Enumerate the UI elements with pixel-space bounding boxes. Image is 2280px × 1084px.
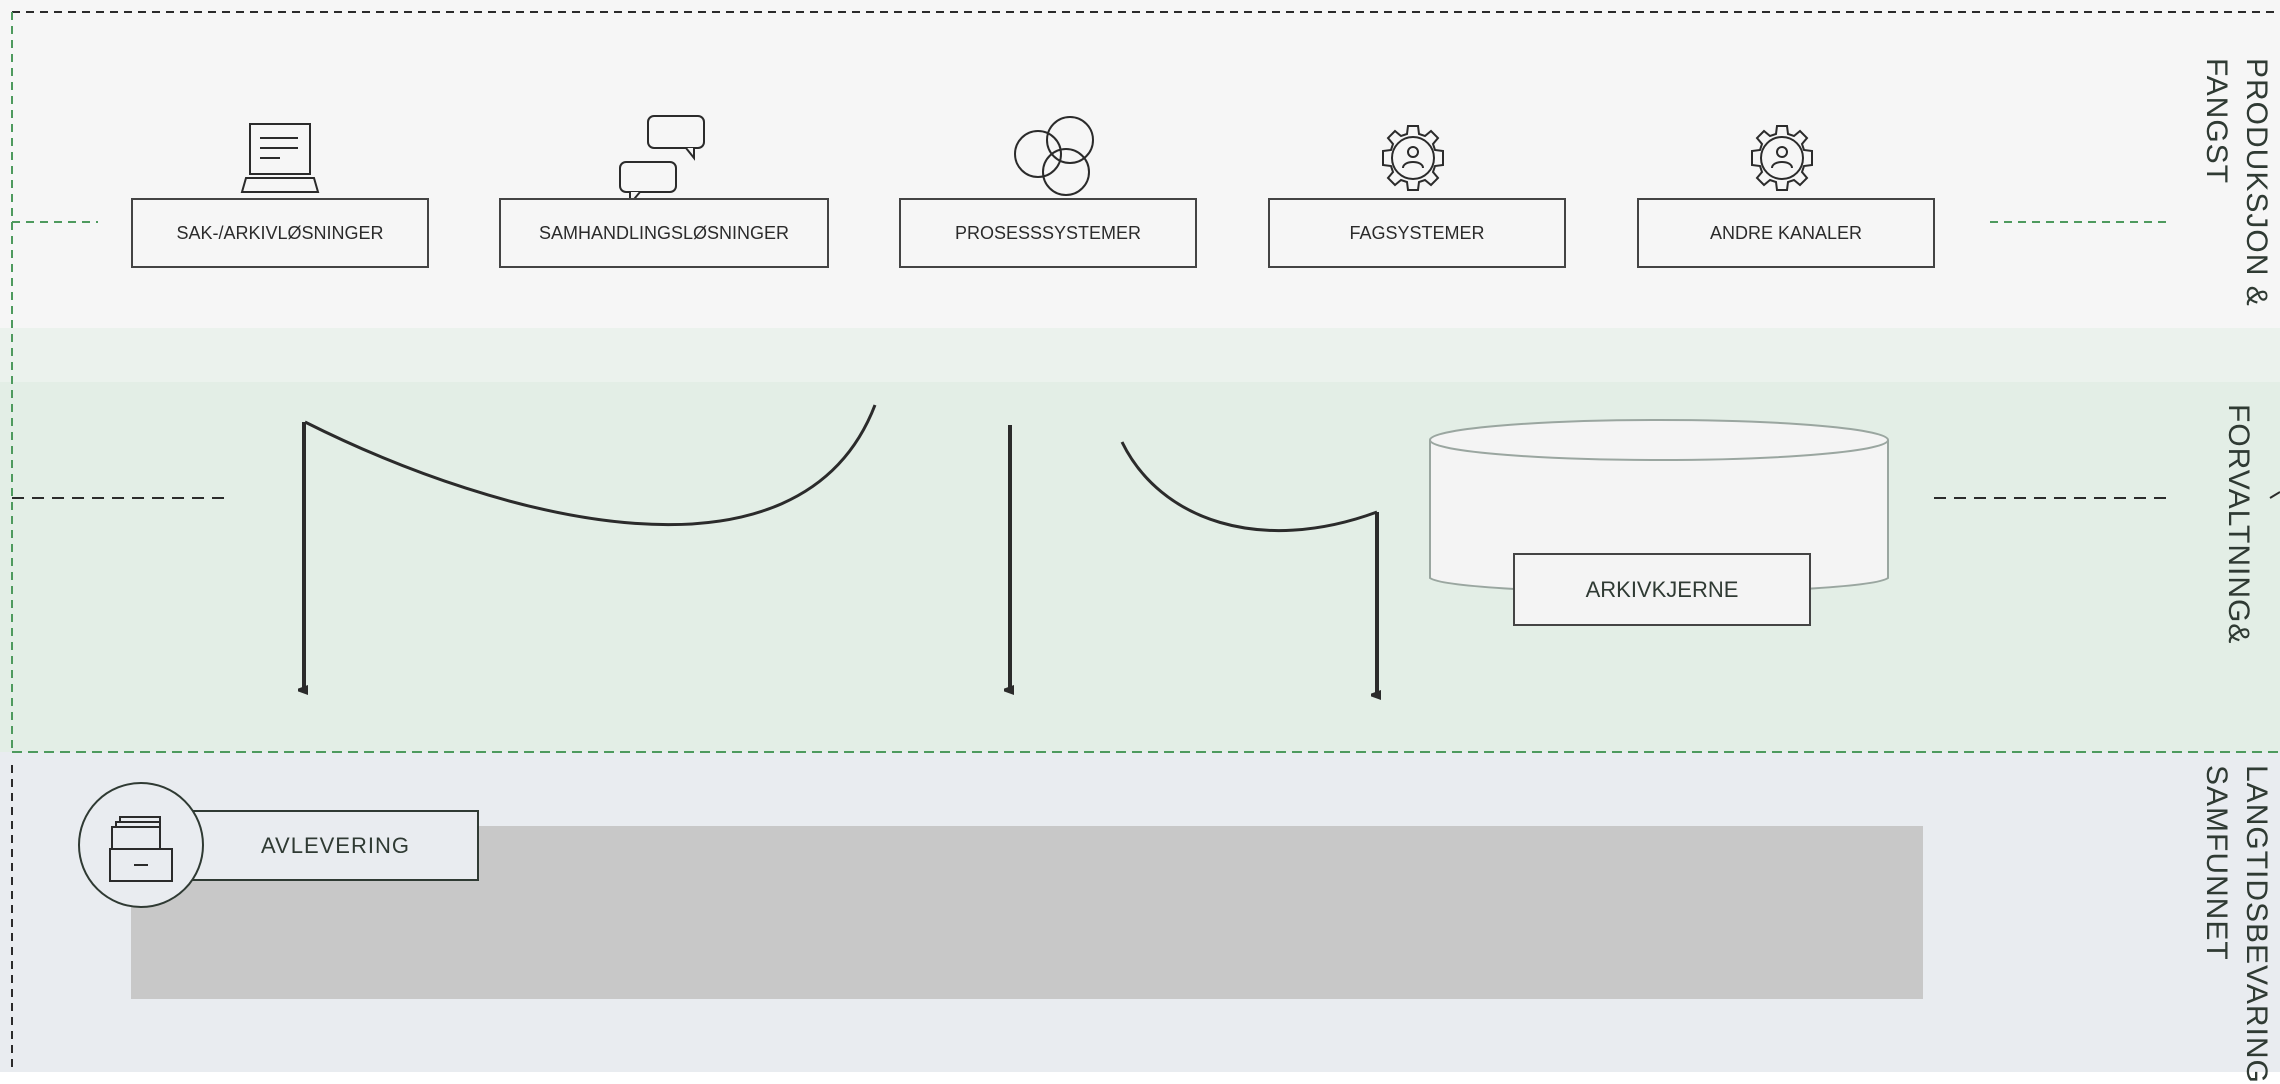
system-label: SAMHANDLINGSLØSNINGER (538, 222, 790, 243)
system-box-fagsystemer: FAGSYSTEMER (1268, 198, 1566, 268)
archive-core-box: ARKIVKJERNE (1513, 553, 1811, 626)
delivery-label: AVLEVERING (261, 832, 410, 858)
layer-label-management: FORVALTNING& (2222, 404, 2255, 645)
system-label: SAK-/ARKIVLØSNINGER (176, 222, 384, 243)
system-label: ANDRE KANALER (1709, 222, 1863, 243)
transition-strip (0, 328, 2280, 382)
right-edge-tick (2269, 491, 2280, 499)
laptop-icon (240, 123, 320, 193)
curve-right (1120, 441, 1378, 533)
system-box-prosess: PROSESSSYSTEMER (899, 198, 1197, 268)
delivery-box: AVLEVERING (186, 810, 479, 881)
layer-label-production: PRODUKSJON & FANGST (2200, 58, 2273, 307)
archive-drawer-icon (109, 816, 173, 882)
gear-user-icon (1382, 125, 1444, 191)
layer-label-preservation: LANGTIDSBEVARING SAMFUNNET (2200, 765, 2273, 1084)
management-band (0, 382, 2280, 752)
gear-user-icon (1751, 125, 1813, 191)
system-box-sak-arkiv: SAK-/ARKIVLØSNINGER (131, 198, 429, 268)
system-box-samhandling: SAMHANDLINGSLØSNINGER (499, 198, 829, 268)
delivery-circle (78, 782, 204, 908)
archive-core-label: ARKIVKJERNE (1585, 576, 1739, 602)
system-label: FAGSYSTEMER (1349, 222, 1485, 243)
system-box-andre-kanaler: ANDRE KANALER (1637, 198, 1935, 268)
production-band (0, 0, 2280, 328)
chat-bubbles-icon (619, 115, 705, 207)
system-label: PROSESSSYSTEMER (954, 222, 1142, 243)
curve-left (304, 404, 877, 526)
circles-icon (1014, 116, 1094, 196)
